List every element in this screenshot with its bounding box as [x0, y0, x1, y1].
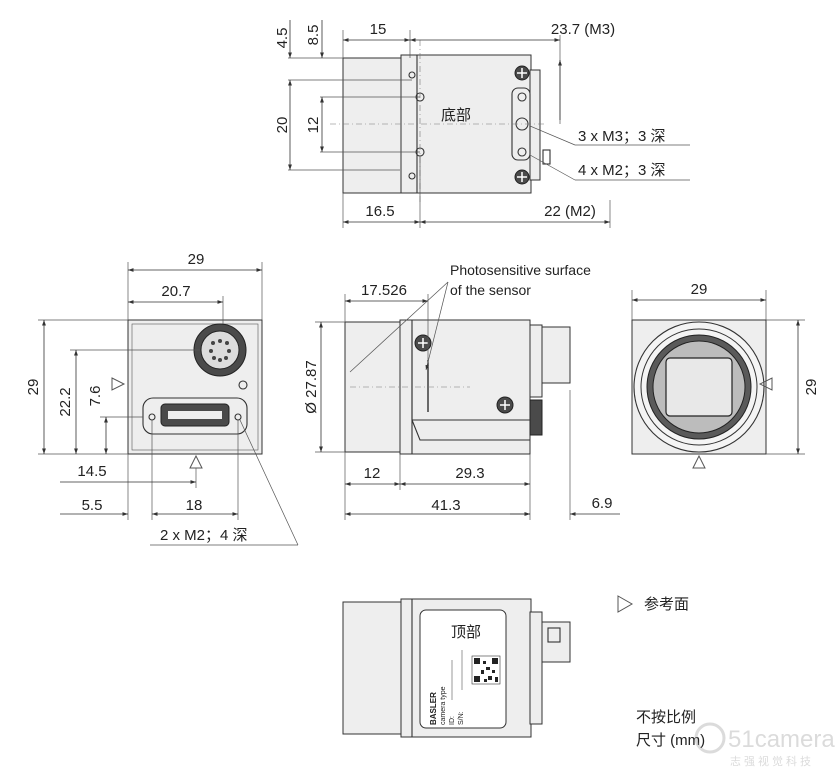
dim-16-5: 16.5 — [365, 203, 394, 220]
dim-4-5: 4.5 — [274, 28, 291, 49]
dim-18: 18 — [186, 497, 203, 514]
legend-units: 尺寸 (mm) — [636, 732, 705, 749]
sensor-note-line2: of the sensor — [450, 282, 531, 298]
sensor-window-icon — [665, 357, 733, 417]
dim-5-5: 5.5 — [82, 497, 103, 514]
bottom-view: 4.5 8.5 20 12 15 23.7 (M3) 16.5 22 (M2) … — [274, 20, 690, 228]
side-view: Photosensitive surface of the sensor 17.… — [303, 262, 620, 520]
dim-rear-29-vertical: 29 — [803, 379, 820, 396]
dim-14-5: 14.5 — [77, 463, 106, 480]
sticker-brand: BASLER — [429, 692, 438, 725]
m2-hole — [517, 92, 527, 102]
dim-22-m2: 22 (M2) — [544, 203, 596, 220]
watermark-brand: 51camera — [728, 726, 835, 753]
bottom-view-connector — [529, 69, 541, 181]
dim-29-3: 29.3 — [455, 465, 484, 482]
note-m3-holes: 3 x M3；3 深 — [578, 128, 666, 145]
sticker-camera-type: camera type — [440, 686, 447, 725]
side-view-connector — [541, 326, 571, 384]
dim-diameter-27-87: Ø 27.87 — [303, 360, 320, 413]
label-bottom: 底部 — [441, 107, 471, 124]
m2-hole — [517, 147, 527, 157]
top-view: 顶部 BASLER camera type ID: S/N: — [342, 598, 571, 738]
dim-8-5: 8.5 — [305, 25, 322, 46]
product-label-sticker — [419, 609, 507, 729]
dim-23-7: 23.7 (M3) — [551, 21, 615, 38]
dim-20: 20 — [274, 117, 291, 134]
note-m2-holes: 4 x M2；3 深 — [578, 162, 666, 179]
sticker-id: ID: — [449, 716, 456, 725]
watermark-tagline: 志强视觉科技 — [730, 754, 814, 768]
sticker-serial: S/N: — [458, 711, 465, 725]
note-front-m2-holes: 2 x M2；4 深 — [160, 527, 248, 544]
dim-6-9: 6.9 — [592, 495, 613, 512]
qr-code-icon — [471, 655, 501, 685]
legend-not-to-scale: 不按比例 — [636, 709, 696, 726]
dim-17-526: 17.526 — [361, 282, 407, 299]
sticker-text: BASLER camera type ID: S/N: — [429, 686, 465, 725]
watermark: 51camera 志强视觉科技 — [694, 722, 835, 768]
dim-12: 12 — [305, 117, 322, 134]
watermark-logo-icon — [694, 722, 726, 754]
legend-reference-plane: 参考面 — [644, 596, 689, 613]
dim-front-29: 29 — [188, 251, 205, 268]
dim-rear-29: 29 — [691, 281, 708, 298]
reference-triangle-icon — [617, 595, 634, 613]
legend: 参考面 不按比例 尺寸 (mm) — [617, 595, 705, 749]
dim-22-2: 22.2 — [57, 387, 74, 416]
dim-side-12: 12 — [364, 465, 381, 482]
bottom-view-mount — [342, 57, 404, 194]
front-view: 29 20.7 29 22.2 7.6 14.5 5.5 18 2 x M2；4… — [25, 251, 299, 546]
sensor-note-line1: Photosensitive surface — [450, 262, 591, 278]
usb-port-outline — [142, 397, 248, 435]
label-top: 顶部 — [451, 624, 481, 641]
dim-20-7: 20.7 — [161, 283, 190, 300]
dim-41-3: 41.3 — [431, 497, 460, 514]
dim-15: 15 — [370, 21, 387, 38]
dim-7-6: 7.6 — [87, 386, 104, 407]
top-view-mount — [342, 601, 404, 735]
rear-view: 29 29 — [631, 281, 820, 469]
dim-front-29-vertical: 29 — [25, 379, 42, 396]
